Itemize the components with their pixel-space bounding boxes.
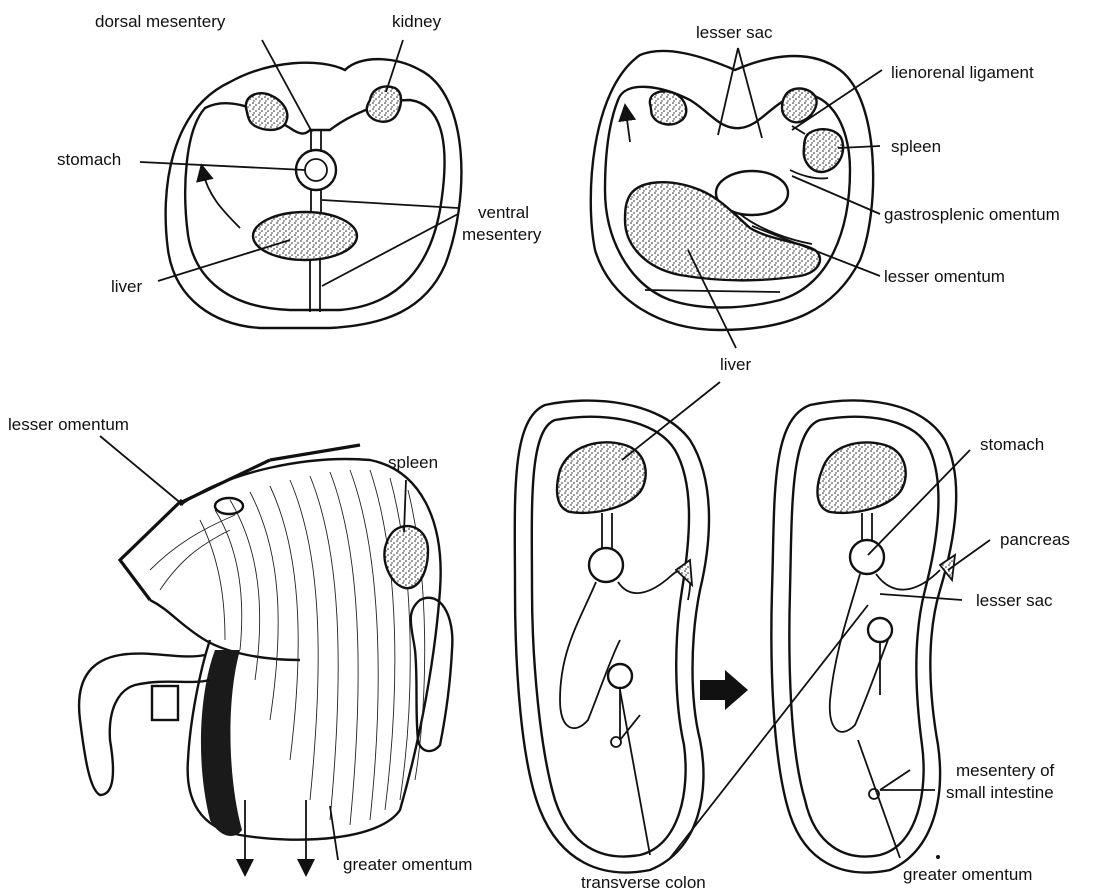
label-stomach-d: stomach bbox=[980, 435, 1044, 454]
label-mesentery-2: small intestine bbox=[946, 783, 1054, 802]
label-spleen-c: spleen bbox=[388, 453, 438, 472]
kidney-left-b bbox=[650, 91, 686, 124]
rotation-arrow-a bbox=[203, 172, 240, 228]
label-liver-a: liver bbox=[111, 277, 143, 296]
liver-b bbox=[625, 182, 820, 280]
transverse-colon-d-left bbox=[608, 664, 632, 688]
label-kidney: kidney bbox=[392, 12, 442, 31]
label-spleen-b: spleen bbox=[891, 137, 941, 156]
panel-c-greater-omentum-sketch bbox=[79, 436, 452, 868]
label-lesser-omentum-c: lesser omentum bbox=[8, 415, 129, 434]
label-liver-b: liver bbox=[720, 355, 752, 374]
label-lesser-omentum-b: lesser omentum bbox=[884, 267, 1005, 286]
liver-d-right bbox=[817, 442, 905, 512]
omentum-hatching bbox=[150, 470, 425, 825]
small-intestine-d-left bbox=[611, 737, 621, 747]
body-wall-outer bbox=[166, 59, 462, 328]
spleen-c bbox=[384, 526, 428, 588]
label-lienorenal-ligament: lienorenal ligament bbox=[891, 63, 1034, 82]
kidney-right bbox=[367, 87, 401, 122]
liver-a bbox=[253, 212, 357, 260]
label-dorsal-mesentery: dorsal mesentery bbox=[95, 12, 226, 31]
labels: dorsal mesentery kidney stomach ventral … bbox=[8, 12, 1070, 892]
label-stomach-a: stomach bbox=[57, 150, 121, 169]
progression-arrow bbox=[700, 670, 748, 710]
label-transverse-colon: transverse colon bbox=[581, 873, 706, 892]
esophagus-ring bbox=[215, 498, 243, 514]
kidney-left bbox=[246, 93, 288, 130]
label-ventral-1: ventral bbox=[478, 203, 529, 222]
label-pancreas: pancreas bbox=[1000, 530, 1070, 549]
liver-d-left bbox=[557, 442, 646, 512]
label-mesentery-1: mesentery of bbox=[956, 761, 1055, 780]
label-lesser-sac-d: lesser sac bbox=[976, 591, 1053, 610]
label-greater-omentum-c: greater omentum bbox=[343, 855, 472, 874]
rotation-arrow-b bbox=[626, 112, 630, 142]
label-gastrosplenic-omentum: gastrosplenic omentum bbox=[884, 205, 1060, 224]
label-greater-omentum-d: greater omentum bbox=[903, 865, 1032, 884]
duodenum-stub bbox=[152, 686, 178, 720]
label-ventral-2: mesentery bbox=[462, 225, 542, 244]
panel-a-cross-section bbox=[140, 40, 461, 328]
transverse-colon-d-right bbox=[868, 618, 892, 642]
stomach-d-left bbox=[589, 548, 623, 582]
spleen-b bbox=[804, 129, 843, 172]
panel-d-sagittal-sections bbox=[515, 382, 990, 873]
label-lesser-sac-b: lesser sac bbox=[696, 23, 773, 42]
stomach-d-right bbox=[850, 540, 884, 574]
panel-b-cross-section bbox=[591, 48, 882, 348]
